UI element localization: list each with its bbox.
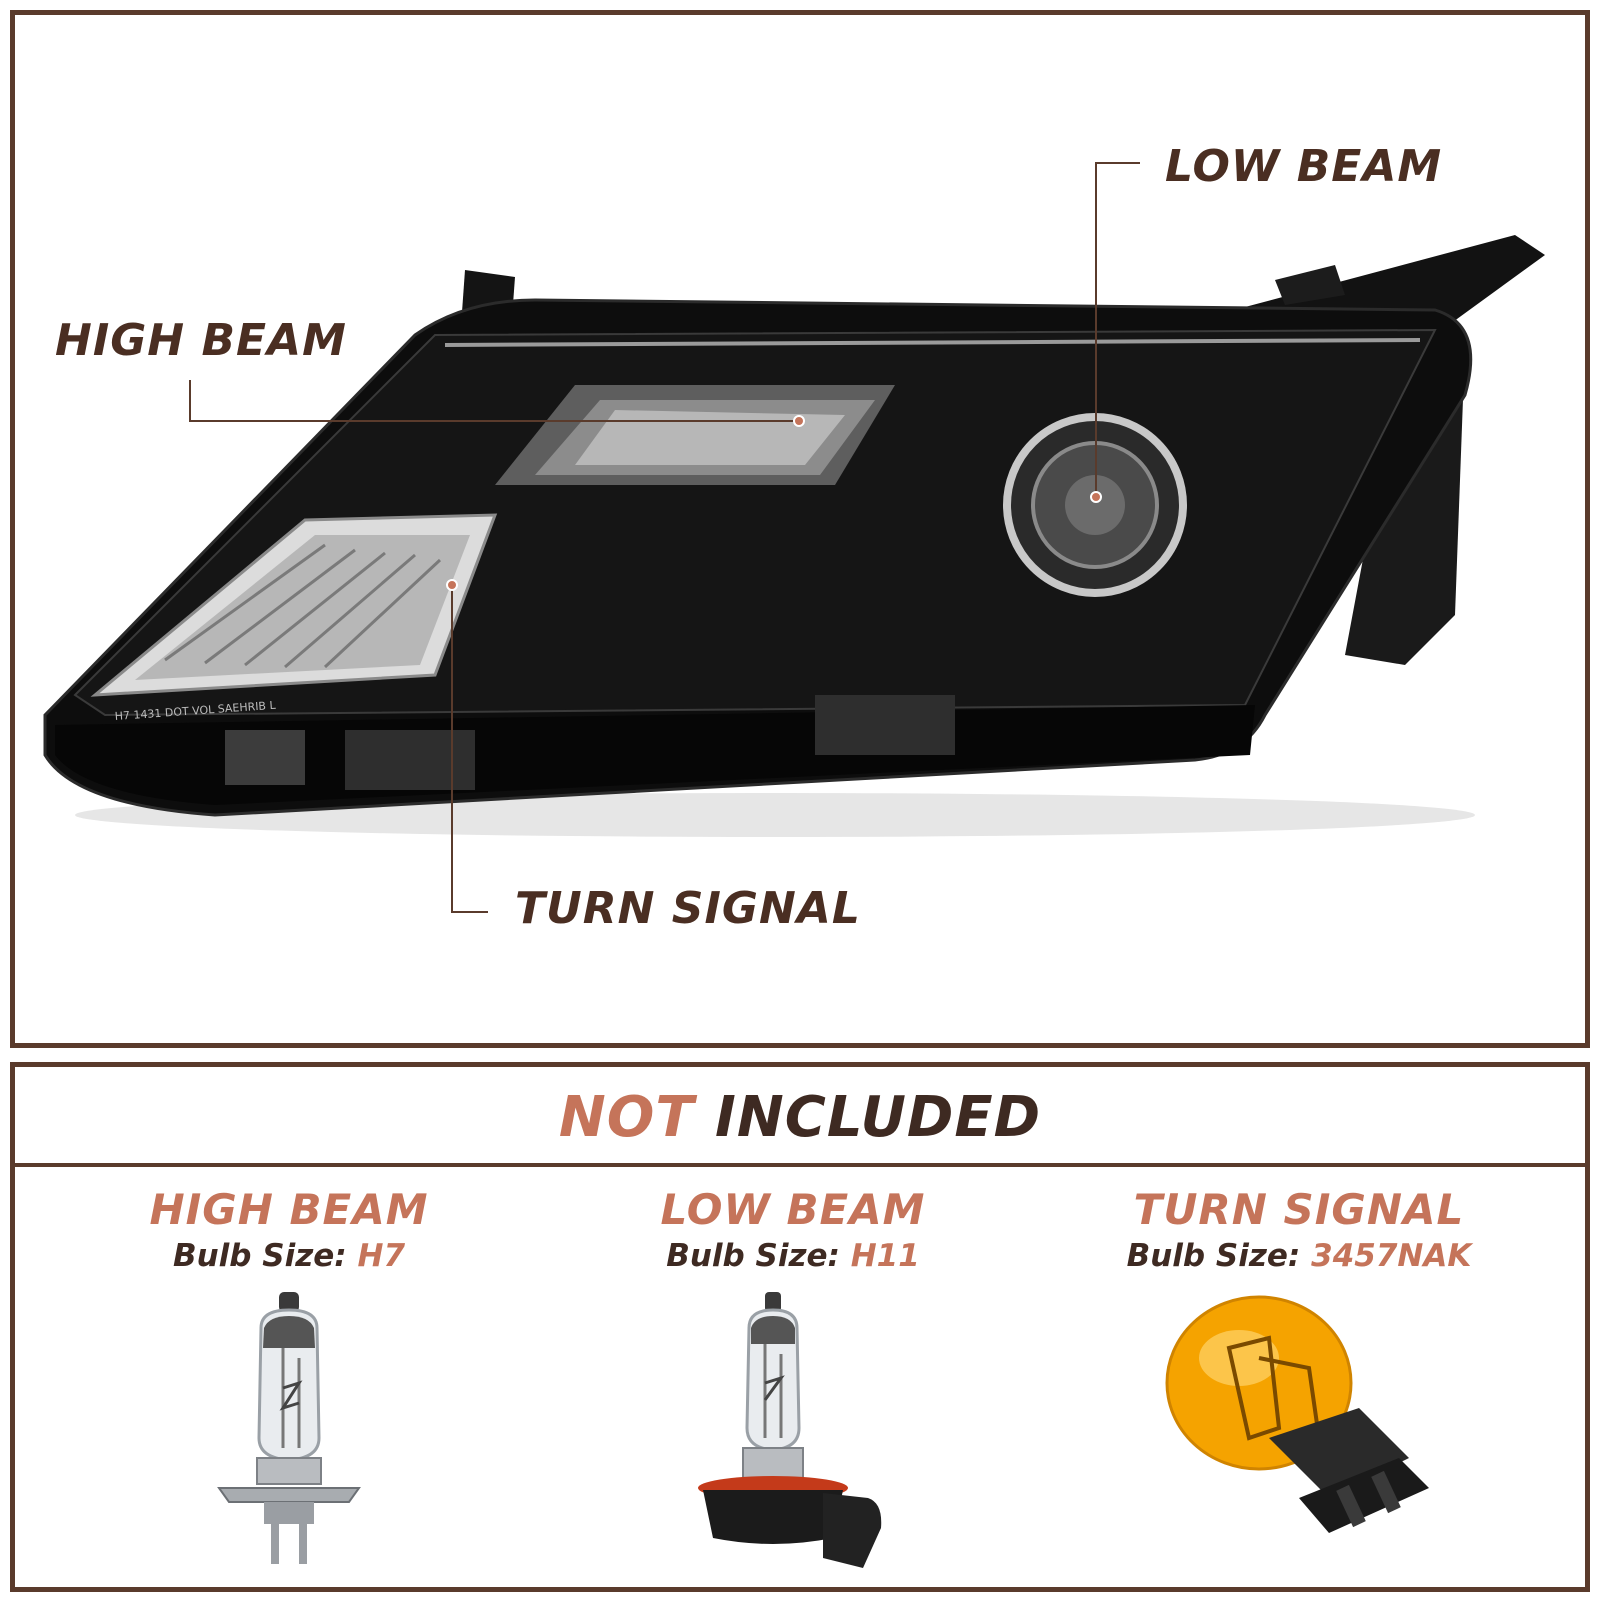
bulb-size-label: Bulb Size: (172, 1238, 347, 1274)
lower-socket-2 (345, 730, 475, 790)
title-accent: NOT (558, 1085, 695, 1150)
low-beam-callout: LOW BEAM (1165, 141, 1443, 192)
high-beam-callout: HIGH BEAM (55, 315, 347, 366)
title-rest: INCLUDED (715, 1085, 1042, 1150)
bulb-name: TURN SIGNAL (1133, 1185, 1465, 1234)
h11-bulb-icon (698, 1292, 882, 1568)
bulb-size-label: Bulb Size: (666, 1238, 840, 1274)
bulb-size-value: H11 (850, 1238, 920, 1274)
lower-socket-1 (225, 730, 305, 785)
bulb-size-value: 3457NAK (1311, 1238, 1472, 1274)
turn-signal-dot (446, 579, 458, 591)
turn-signal-ribs (164, 543, 442, 669)
callout-leaders (189, 162, 1140, 913)
turn-signal-leader (451, 585, 488, 913)
h7-bulb-icon (217, 1292, 361, 1564)
not-included-title: NOT INCLUDED (15, 1085, 1585, 1150)
bulb-item-high-beam: HIGH BEAM Bulb Size: H7 (29, 1185, 549, 1568)
low-beam-leader (1095, 162, 1140, 497)
low-beam-dot (1090, 491, 1102, 503)
high-beam-leader (189, 380, 799, 422)
bulb-item-turn-signal: TURN SIGNAL Bulb Size: 3457NAK (1039, 1185, 1559, 1538)
high-beam-dot (793, 415, 805, 427)
chrome-trim (444, 338, 1421, 347)
turn-signal-reflector (135, 535, 470, 680)
bulb-item-low-beam: LOW BEAM Bulb Size: H11 (533, 1185, 1053, 1578)
projector-center (1065, 475, 1125, 535)
not-included-panel: NOT INCLUDED HIGH BEAM Bulb Size: H7 LOW… (10, 1062, 1590, 1592)
turn-signal-callout: TURN SIGNAL (515, 883, 861, 934)
bulb-name: LOW BEAM (660, 1185, 926, 1234)
bulb-size: Bulb Size: 3457NAK (1039, 1238, 1559, 1274)
headlight-diagram-panel: H7 1431 DOT VOL SAEHRIB L HIGH BEAM LOW … (10, 10, 1590, 1048)
bracket-tab (1275, 265, 1345, 305)
high-beam-chrome (575, 410, 845, 465)
lower-socket-3 (815, 695, 955, 755)
callout-dots (446, 415, 1102, 591)
headlight-illustration: H7 1431 DOT VOL SAEHRIB L (43, 162, 1545, 913)
bulb-size: Bulb Size: H7 (29, 1238, 549, 1274)
bulb-size: Bulb Size: H11 (533, 1238, 1053, 1274)
3457nak-bulb-icon (1165, 1295, 1429, 1533)
bulb-name: HIGH BEAM (149, 1185, 429, 1234)
bulb-size-value: H7 (357, 1238, 406, 1274)
title-divider (15, 1163, 1585, 1167)
bulb-size-label: Bulb Size: (1126, 1238, 1301, 1274)
